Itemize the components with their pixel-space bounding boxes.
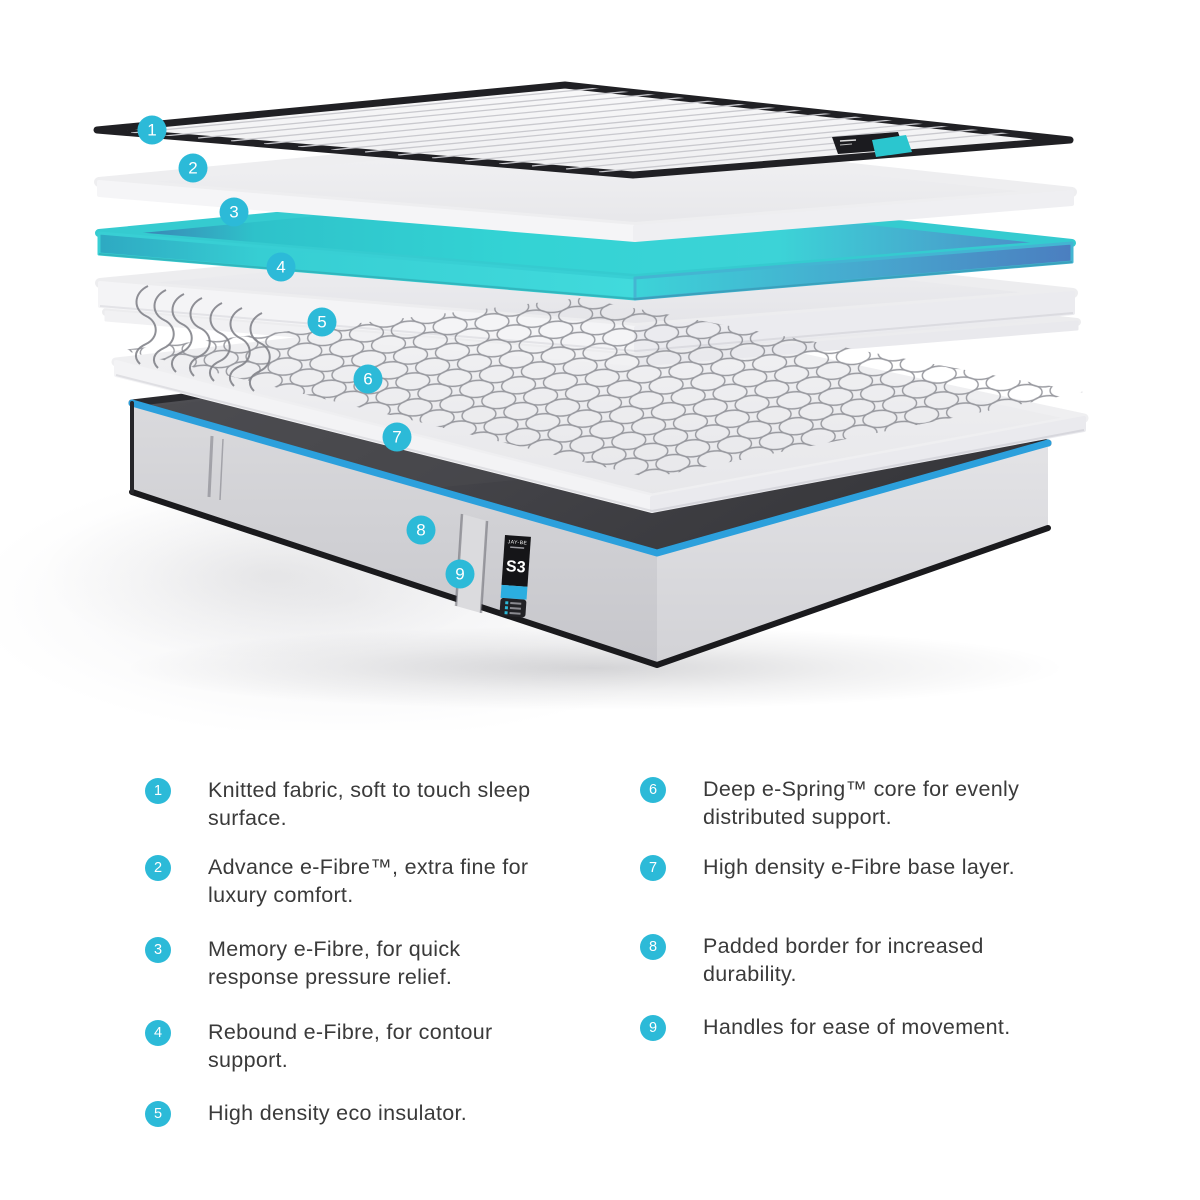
diagram-callout-1: 1: [137, 115, 167, 145]
diagram-callout-5: 5: [307, 307, 337, 337]
quilt-lines: [130, 87, 1068, 173]
diagram-callout-2: 2: [178, 153, 208, 183]
handle-left-seam: [207, 435, 224, 501]
base-blue-trim: [128, 399, 1052, 557]
legend-text-6: Deep e-Spring™ core for evenly distribut…: [703, 777, 1020, 829]
diagram-callout-6: 6: [353, 364, 383, 394]
legend-badge-6: 6: [640, 777, 666, 803]
legend-item-6: 6 Deep e-Spring™ core for evenly distrib…: [640, 777, 1058, 831]
legend-item-4: 4 Rebound e-Fibre, for contour support.: [145, 1020, 548, 1074]
legend-text-2: Advance e-Fibre™, extra fine for luxury …: [208, 855, 529, 907]
diagram-callout-9: 9: [445, 559, 475, 589]
diagram-callout-7: 7: [382, 422, 412, 452]
diagram-callout-3: 3: [219, 197, 249, 227]
diagram-callout-8: 8: [406, 515, 436, 545]
legend-item-2: 2 Advance e-Fibre™, extra fine for luxur…: [145, 855, 578, 909]
legend-text-1: Knitted fabric, soft to touch sleep surf…: [208, 778, 531, 830]
legend-item-1: 1 Knitted fabric, soft to touch sleep su…: [145, 778, 588, 832]
layer-knitted-cover: [93, 81, 1074, 179]
legend-item-7: 7 High density e-Fibre base layer.: [640, 855, 1153, 881]
legend-text-9: Handles for ease of movement.: [703, 1015, 1011, 1039]
mattress-exploded-diagram: JAY-BE S3: [0, 81, 1089, 730]
legend-text-7: High density e-Fibre base layer.: [703, 855, 1015, 879]
legend-item-5: 5 High density eco insulator.: [145, 1101, 658, 1127]
legend-badge-1: 1: [145, 778, 171, 804]
legend-badge-2: 2: [145, 855, 171, 881]
diagram-callout-4: 4: [266, 252, 296, 282]
legend-text-3: Memory e-Fibre, for quick response press…: [208, 937, 461, 989]
legend-item-3: 3 Memory e-Fibre, for quick response pre…: [145, 937, 508, 991]
legend-text-5: High density eco insulator.: [208, 1101, 468, 1125]
legend-item-9: 9 Handles for ease of movement.: [640, 1015, 1153, 1041]
legend-badge-8: 8: [640, 934, 666, 960]
base-bottom-piping: [129, 489, 1051, 668]
legend-badge-3: 3: [145, 937, 171, 963]
base-label-model: S3: [505, 558, 526, 576]
cover-tag: [832, 132, 912, 157]
legend-badge-9: 9: [640, 1015, 666, 1041]
legend-item-8: 8 Padded border for increased durability…: [640, 934, 1033, 988]
legend-badge-7: 7: [640, 855, 666, 881]
legend-text-4: Rebound e-Fibre, for contour support.: [208, 1020, 493, 1072]
legend-badge-4: 4: [145, 1020, 171, 1046]
layer-espring-core: [122, 285, 1083, 478]
legend-badge-5: 5: [145, 1101, 171, 1127]
base-label-brand: JAY-BE: [507, 539, 527, 546]
legend-text-8: Padded border for increased durability.: [703, 934, 984, 986]
base-product-label: JAY-BE S3: [499, 535, 531, 618]
